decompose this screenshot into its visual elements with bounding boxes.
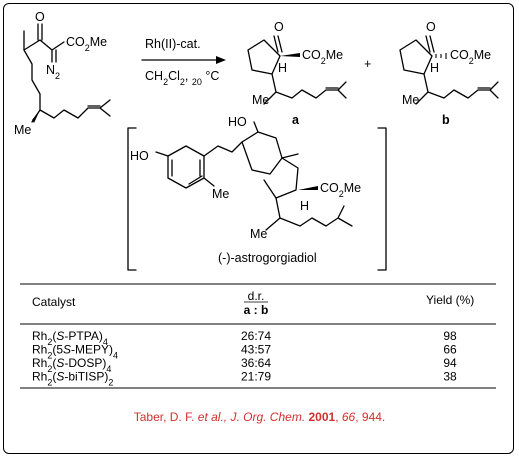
a-oxygen: O	[274, 20, 284, 34]
ref-journal: et al., J. Org. Chem.	[197, 410, 306, 424]
b-hydrogen: H	[430, 61, 439, 75]
scheme-frame	[3, 3, 514, 454]
sm-diazo: N2	[46, 63, 60, 81]
cell-dr: 36:64	[241, 356, 271, 370]
a-methyl: Me	[252, 93, 269, 107]
table-row: Rh2(S-PTPA)4 26:74 98	[32, 329, 457, 347]
cell-yield: 38	[443, 370, 457, 384]
reagent-catalyst: Rh(II)-cat.	[145, 37, 201, 51]
natural-product-bracket	[127, 127, 387, 271]
product-b-label: b	[442, 113, 450, 127]
results-table: Catalyst d.r. a : b Yield (%) Rh2(S-PTPA…	[20, 283, 496, 389]
np-hydrogen: H	[300, 199, 309, 213]
sm-methyl: Me	[14, 123, 31, 137]
ref-volume: 66	[341, 410, 356, 424]
cell-dr: 21:79	[241, 370, 271, 384]
np-aryl-methyl: Me	[212, 187, 229, 201]
sm-oxygen: O	[35, 10, 45, 24]
header-dr: d.r.	[248, 289, 265, 303]
cell-dr: 26:74	[241, 329, 271, 343]
b-methyl: Me	[402, 93, 419, 107]
np-ester: CO2Me	[320, 181, 361, 199]
np-methyl: Me	[250, 227, 267, 241]
cell-yield: 66	[443, 343, 457, 357]
cell-yield: 98	[443, 329, 457, 343]
header-catalyst: Catalyst	[32, 295, 76, 309]
cell-yield: 94	[443, 356, 457, 370]
a-ester: CO2Me	[302, 48, 343, 66]
cell-catalyst: Rh2(S-DOSP)4	[32, 356, 111, 374]
header-dr-sub: a : b	[244, 303, 269, 317]
table-row: Rh2(S-biTISP)2 21:79 38	[32, 370, 457, 388]
cell-catalyst: Rh2(S-biTISP)2	[32, 370, 113, 388]
reaction-arrow: Rh(II)-cat. CH2Cl2, 20 °C	[141, 37, 226, 87]
ref-pages: 944.	[361, 410, 386, 424]
b-ester: CO2Me	[450, 48, 491, 66]
product-a: O CO2Me H Me a	[247, 20, 347, 127]
reagent-conditions: CH2Cl2, 20 °C	[145, 69, 219, 87]
ref-authors: Taber, D. F.	[133, 410, 195, 424]
astrogorgiadiol-structure: HO HO Me CO2Me H Me (-)-astrogorgiadiol	[130, 115, 361, 265]
table-row: Rh2(5S-MEPY)4 43:57 66	[32, 343, 457, 361]
cell-catalyst: Rh2(S-PTPA)4	[32, 329, 108, 347]
cell-dr: 43:57	[241, 343, 271, 357]
cell-catalyst: Rh2(5S-MEPY)4	[32, 343, 118, 361]
b-oxygen: O	[426, 20, 436, 34]
header-yield: Yield (%)	[426, 293, 474, 307]
np-hydroxyl-top: HO	[228, 115, 247, 129]
np-hydroxyl-phenol: HO	[130, 149, 149, 163]
ref-year: 2001	[308, 410, 336, 424]
a-hydrogen: H	[278, 61, 287, 75]
starting-material: O CO2Me N2 Me	[14, 10, 111, 137]
sm-ester: CO2Me	[66, 35, 107, 53]
table-row: Rh2(S-DOSP)4 36:64 94	[32, 356, 457, 374]
reference-citation: Taber, D. F. et al., J. Org. Chem. 2001,…	[133, 410, 386, 424]
product-a-label: a	[292, 113, 300, 127]
product-b: O CO2Me H Me b	[399, 20, 499, 127]
natural-product-name: (-)-astrogorgiadiol	[218, 251, 317, 265]
plus-sign: +	[364, 57, 371, 71]
